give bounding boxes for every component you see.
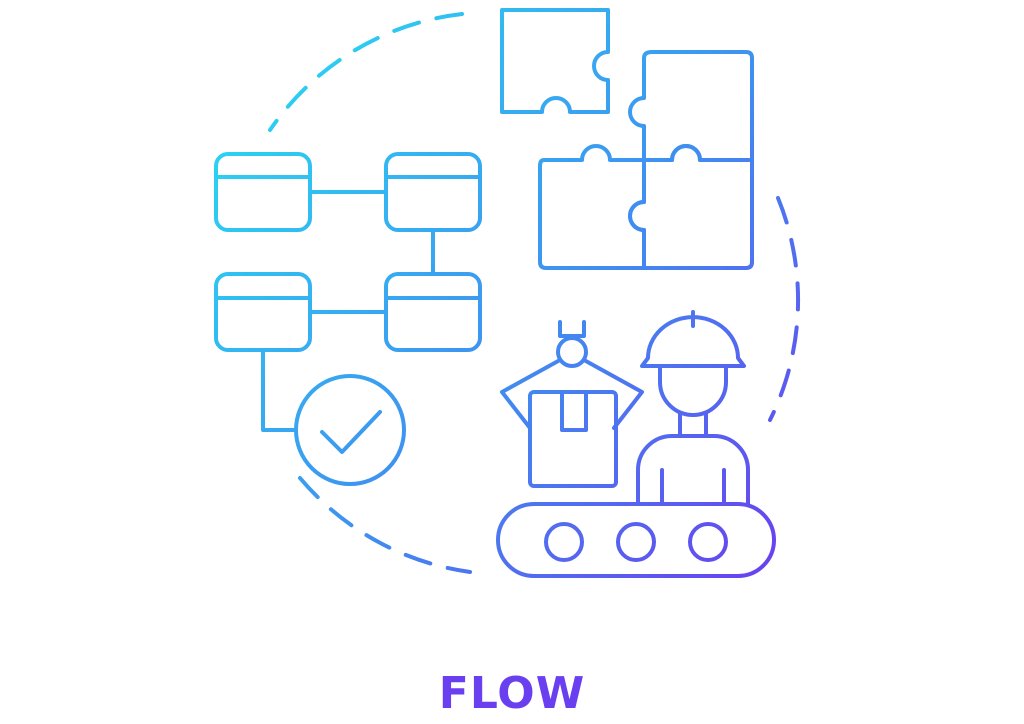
robotic-claw-icon xyxy=(500,320,644,430)
dashed-circle-outline xyxy=(268,12,464,132)
puzzle-piece-top-right xyxy=(628,50,754,162)
puzzle-piece-bottom-left xyxy=(538,144,646,270)
puzzle-piece-bottom-right xyxy=(628,144,754,270)
dashed-circle-outline-right xyxy=(768,196,801,422)
checkmark-circle-icon xyxy=(294,374,406,486)
puzzle-piece-top-left xyxy=(500,8,610,114)
hardhat-icon xyxy=(640,315,746,368)
worker-hardhat-icon xyxy=(636,310,750,506)
conveyor-belt-icon xyxy=(496,502,776,578)
dashed-circle-outline-lower xyxy=(298,476,472,574)
puzzle-pieces-icon xyxy=(500,8,754,270)
caption-title: FLOW xyxy=(438,668,586,719)
package-box-icon xyxy=(528,390,618,488)
flowchart-icon xyxy=(214,152,482,432)
